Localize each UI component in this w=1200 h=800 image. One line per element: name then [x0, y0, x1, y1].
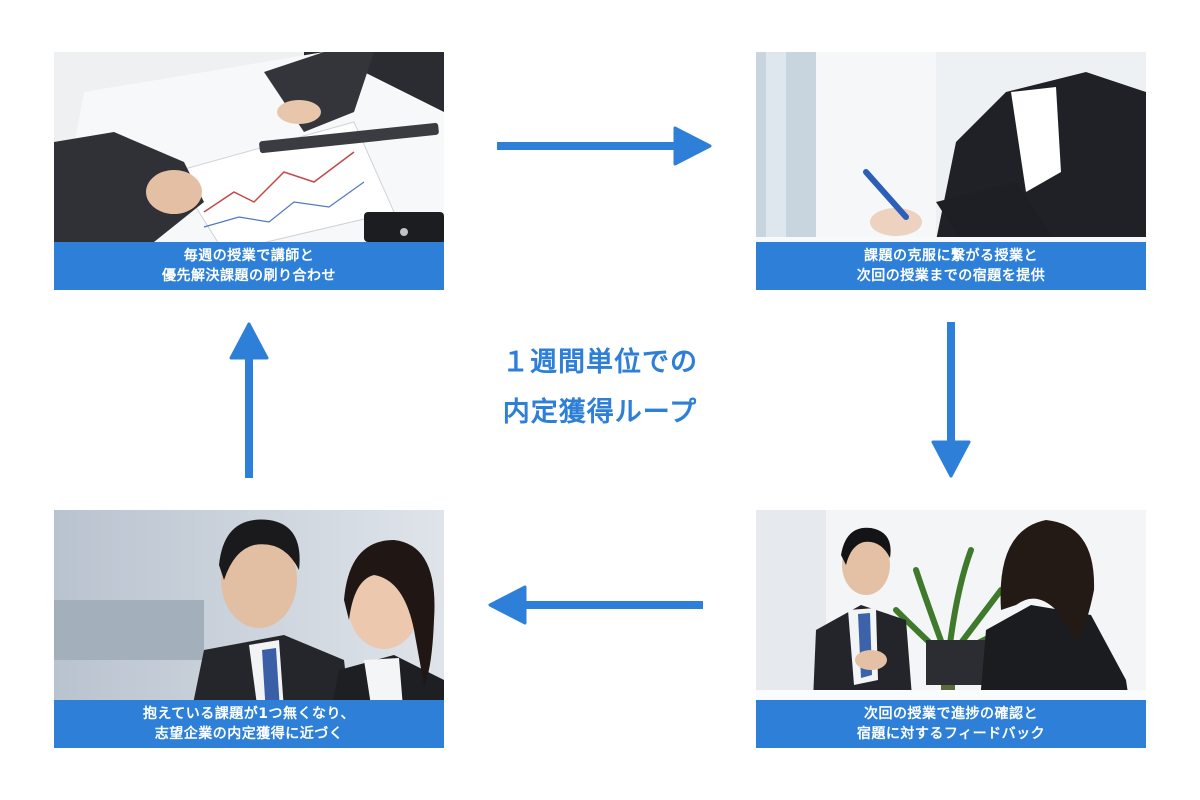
tutor-reviewing-documents-photo — [54, 52, 444, 290]
loop-title: １週間単位での 内定獲得ループ — [420, 338, 780, 438]
loop-title-line-2: 内定獲得ループ — [502, 397, 698, 428]
caption-line-2: 次回の授業までの宿題を提供 — [856, 268, 1046, 284]
step-card-top-right: 課題の克服に繋がる授業と 次回の授業までの宿題を提供 — [756, 52, 1146, 290]
step-caption: 抱えている課題が1つ無くなり、 志望企業の内定獲得に近づく — [54, 700, 444, 748]
step-caption: 毎週の授業で講師と 優先解決課題の刷り合わせ — [54, 242, 444, 290]
arrow-right-icon — [497, 126, 712, 166]
caption-line-2: 志望企業の内定獲得に近づく — [154, 726, 344, 742]
step-caption: 次回の授業で進捗の確認と 宿題に対するフィードバック — [756, 700, 1146, 748]
arrow-up-icon — [229, 322, 269, 478]
caption-line-1: 毎週の授業で講師と — [183, 248, 315, 264]
caption-line-1: 課題の克服に繋がる授業と — [864, 248, 1038, 264]
step-card-bottom-right: 次回の授業で進捗の確認と 宿題に対するフィードバック — [756, 510, 1146, 748]
caption-line-1: 抱えている課題が1つ無くなり、 — [143, 706, 355, 722]
loop-title-line-1: １週間単位での — [502, 347, 698, 378]
caption-line-2: 宿題に対するフィードバック — [856, 726, 1046, 742]
step-card-bottom-left: 抱えている課題が1つ無くなり、 志望企業の内定獲得に近づく — [54, 510, 444, 748]
caption-line-1: 次回の授業で進捗の確認と — [864, 706, 1038, 722]
arrow-down-icon — [931, 322, 971, 478]
step-card-top-left: 毎週の授業で講師と 優先解決課題の刷り合わせ — [54, 52, 444, 290]
step-caption: 課題の克服に繋がる授業と 次回の授業までの宿題を提供 — [756, 242, 1146, 290]
caption-line-2: 優先解決課題の刷り合わせ — [162, 268, 336, 284]
arrow-left-icon — [488, 585, 703, 625]
